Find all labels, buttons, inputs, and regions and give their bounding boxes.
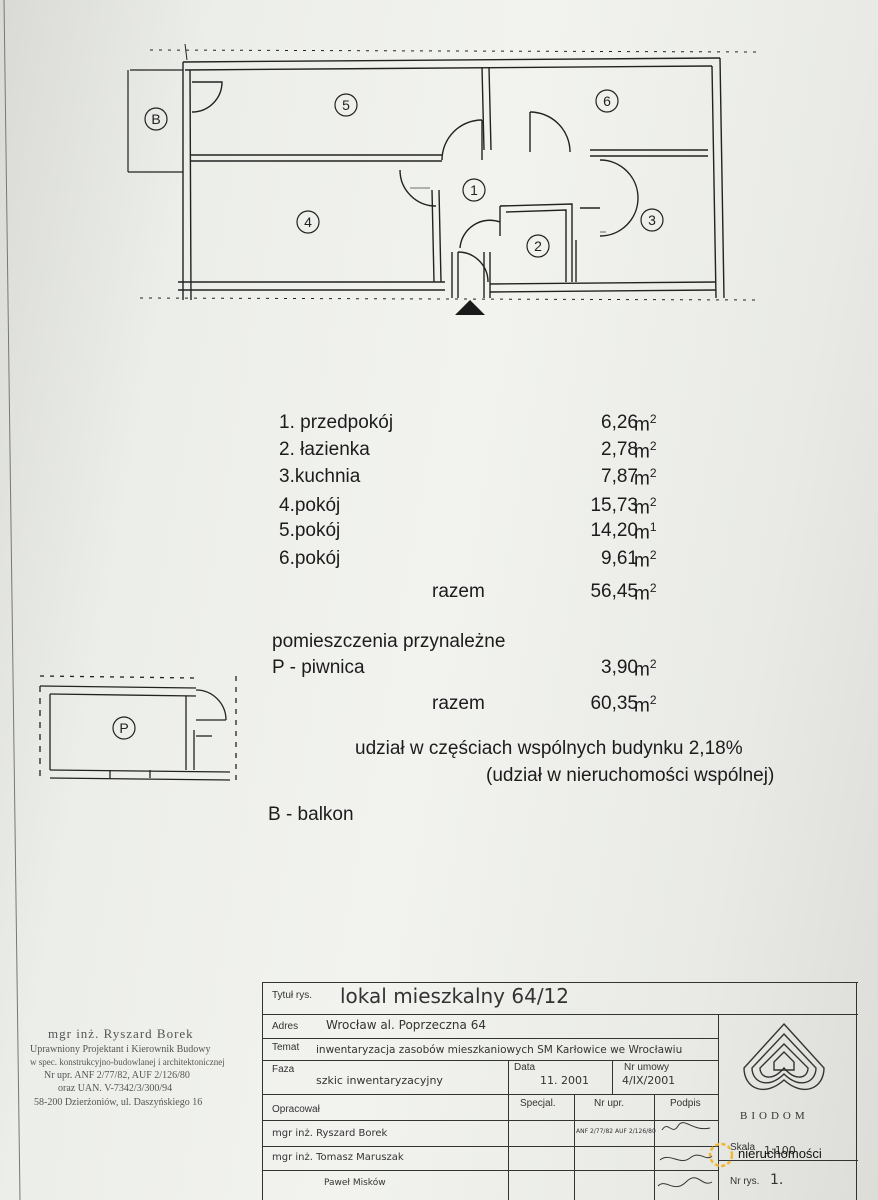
room-marker-3-label: 3 <box>648 212 656 228</box>
room-marker-5-circle <box>334 93 358 117</box>
share-line-1: udział w częściach wspólnych budynku 2,1… <box>355 738 743 759</box>
tb-signature-label: Podpis <box>670 1098 701 1109</box>
tb-phase-label: Faza <box>272 1064 295 1075</box>
room-area-1-unit: m2 <box>634 412 657 436</box>
share-line-2: (udział w nieruchomości wspólnej) <box>486 765 775 786</box>
room-area-5-name: 5.pokój <box>279 520 341 541</box>
associated-rooms-heading: pomieszczenia przynależne <box>272 631 506 652</box>
room-marker-6-label: 6 <box>603 93 611 109</box>
stamp-title: Uprawniony Projektant i Kierownik Budowy <box>30 1044 211 1055</box>
basement-marker-circle <box>112 716 136 740</box>
stamp-address: 58-200 Dzierżoniów, ul. Daszyńskiego 16 <box>34 1097 203 1108</box>
tb-title-value: lokal mieszkalny 64/12 <box>340 984 570 1008</box>
room-area-2-value: 2,78 <box>601 439 638 460</box>
stamp-license-2: oraz UAN. V-7342/3/300/94 <box>58 1083 173 1094</box>
total-area-value: 56,45 <box>590 581 638 602</box>
room-marker-2-label: 2 <box>534 238 542 254</box>
watermark-gear-icon <box>708 1142 734 1168</box>
room-area-3-name: 3.kuchnia <box>279 466 361 487</box>
room-area-5-value: 14,20 <box>590 520 638 541</box>
room-area-5-unit: m1 <box>634 520 657 544</box>
tb-contract-value: 4/IX/2001 <box>622 1074 676 1087</box>
tb-topic-value: inwentaryzacja zasobów mieszkaniowych SM… <box>316 1044 683 1056</box>
room-area-4-value: 15,73 <box>590 495 638 516</box>
tb-title-label: Tytuł rys. <box>272 990 313 1001</box>
room-area-1-name: 1. przedpokój <box>279 412 394 433</box>
room-marker-1-circle <box>462 178 486 202</box>
total-area-name: razem <box>432 581 485 602</box>
room-marker-4-label: 4 <box>304 214 312 230</box>
tb-drawing-no-value: 1. <box>770 1172 784 1188</box>
room-area-4-unit: m2 <box>634 495 657 519</box>
balcony-marker-label: B <box>151 111 160 127</box>
tb-address-label: Adres <box>272 1021 299 1032</box>
total-with-basement-value: 60,35 <box>590 693 638 714</box>
room-marker-5-label: 5 <box>342 97 350 113</box>
room-area-4-name: 4.pokój <box>279 495 341 516</box>
total-with-basement-unit: m2 <box>634 693 657 717</box>
room-area-3-unit: m2 <box>634 466 657 490</box>
tb-license-label: Nr upr. <box>594 1098 625 1109</box>
balcony-marker-circle <box>144 107 168 131</box>
tb-prepared-label: Opracował <box>272 1104 320 1115</box>
basement-area-unit: m2 <box>634 657 657 681</box>
room-area-2-name: 2. łazienka <box>279 439 370 460</box>
room-area-6-value: 9,61 <box>601 548 638 569</box>
room-area-3-value: 7,87 <box>601 466 638 487</box>
stamp-specialty: w spec. konstrukcyjno-budowlanej i archi… <box>30 1057 225 1067</box>
tb-date-value: 11. 2001 <box>540 1074 589 1087</box>
room-area-2-unit: m2 <box>634 439 657 463</box>
total-area-unit: m2 <box>634 581 657 605</box>
tb-date-label: Data <box>514 1062 536 1073</box>
room-marker-6-circle <box>595 89 619 113</box>
tb-person-1-license: ANF 2/77/82 AUF 2/126/80 <box>576 1128 656 1135</box>
total-with-basement-name: razem <box>432 693 485 714</box>
tb-phase-value: szkic inwentaryzacyjny <box>316 1074 443 1087</box>
signature-scribbles <box>657 1122 713 1188</box>
tb-contract-label: Nr umowy <box>624 1062 670 1073</box>
stamp-name: mgr inż. Ryszard Borek <box>48 1026 194 1041</box>
tb-scale-label: Skala <box>730 1142 756 1153</box>
tb-drawing-no-label: Nr rys. <box>730 1176 760 1187</box>
tb-scale-value: 1:100 <box>764 1144 796 1157</box>
basement-area-value: 3,90 <box>601 657 638 678</box>
watermark-text: nieruchomości <box>738 1146 822 1161</box>
room-marker-1-label: 1 <box>470 182 478 198</box>
room-marker-2-circle <box>526 234 550 258</box>
tb-topic-label: Temat <box>272 1042 300 1053</box>
tb-person-2: mgr inż. Tomasz Maruszak <box>272 1152 404 1163</box>
basement-area-name: P - piwnica <box>272 657 365 678</box>
biodom-logo-icon <box>743 1022 825 1091</box>
stamp-license: Nr upr. ANF 2/77/82, AUF 2/126/80 <box>44 1070 190 1081</box>
tb-address-value: Wrocław al. Poprzeczna 64 <box>326 1018 486 1032</box>
room-marker-3-circle <box>640 208 664 232</box>
room-area-6-unit: m2 <box>634 548 657 572</box>
room-area-6-name: 6.pokój <box>279 548 341 569</box>
room-marker-4-circle <box>296 210 320 234</box>
tb-person-1: mgr inż. Ryszard Borek <box>272 1128 388 1139</box>
balcony-legend: B - balkon <box>268 804 354 825</box>
room-area-1-value: 6,26 <box>601 412 638 433</box>
basement-marker-label: P <box>119 720 128 736</box>
logo-text: BIODOM <box>740 1110 809 1122</box>
tb-specialty-label: Specjal. <box>520 1098 556 1109</box>
tb-person-3: Paweł Misków <box>324 1178 386 1188</box>
